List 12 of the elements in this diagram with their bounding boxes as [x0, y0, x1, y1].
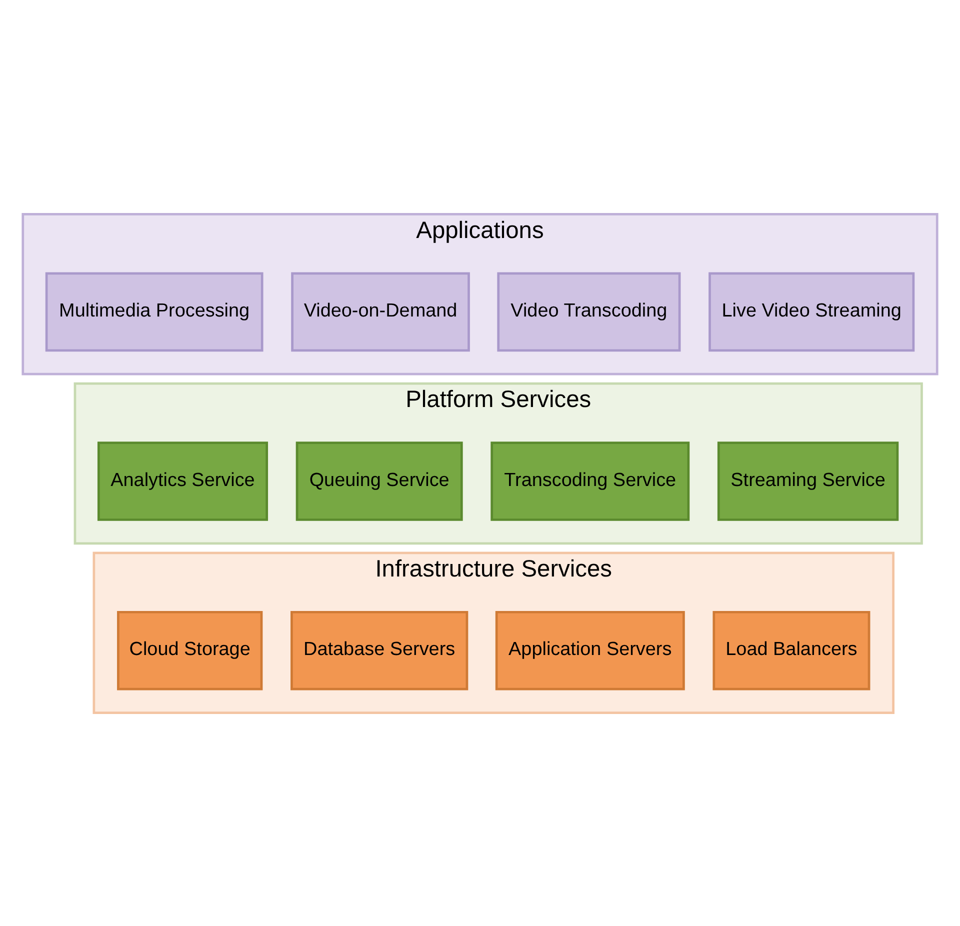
node-box: Video Transcoding: [497, 272, 681, 352]
node-box: Database Servers: [290, 610, 468, 690]
node-box: Video-on-Demand: [291, 272, 470, 352]
node-box: Transcoding Service: [490, 441, 690, 520]
node-box: Load Balancers: [712, 610, 870, 690]
node-box: Application Servers: [495, 610, 685, 690]
node-box: Live Video Streaming: [708, 272, 915, 352]
node-box: Cloud Storage: [117, 610, 263, 690]
node-box: Streaming Service: [717, 441, 899, 520]
node-box: Analytics Service: [97, 441, 268, 520]
node-box: Queuing Service: [296, 441, 463, 520]
node-box: Multimedia Processing: [45, 272, 264, 352]
